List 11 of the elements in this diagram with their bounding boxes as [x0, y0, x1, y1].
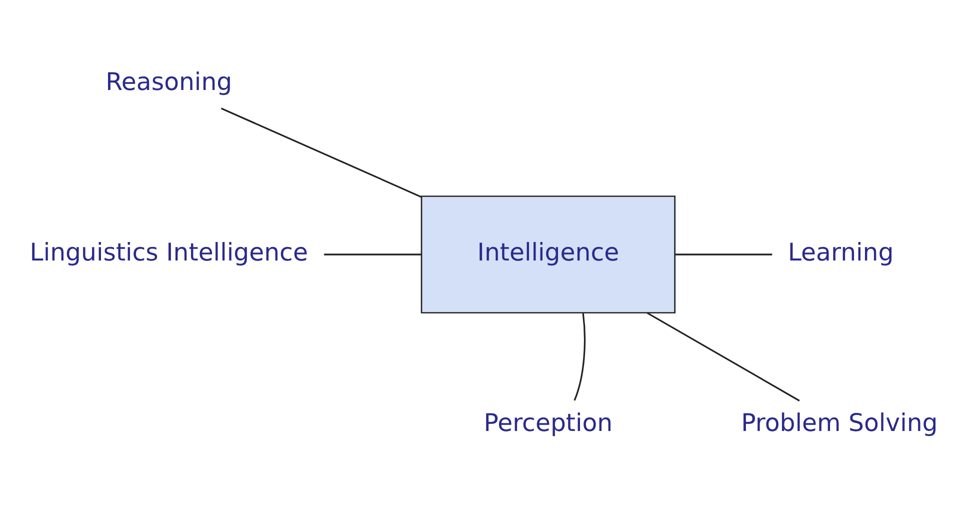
connector	[574, 312, 586, 400]
node-text: Reasoning	[106, 66, 232, 96]
connector	[220, 107, 422, 198]
connector	[646, 312, 800, 401]
node-text: Perception	[484, 408, 613, 437]
connector	[675, 253, 772, 255]
node-text: Problem Solving	[741, 408, 938, 437]
node-text: Linguistics Intelligence	[30, 236, 308, 266]
connector	[324, 253, 422, 255]
node-box: Intelligence	[420, 195, 676, 313]
node-text: Learning	[788, 236, 894, 266]
